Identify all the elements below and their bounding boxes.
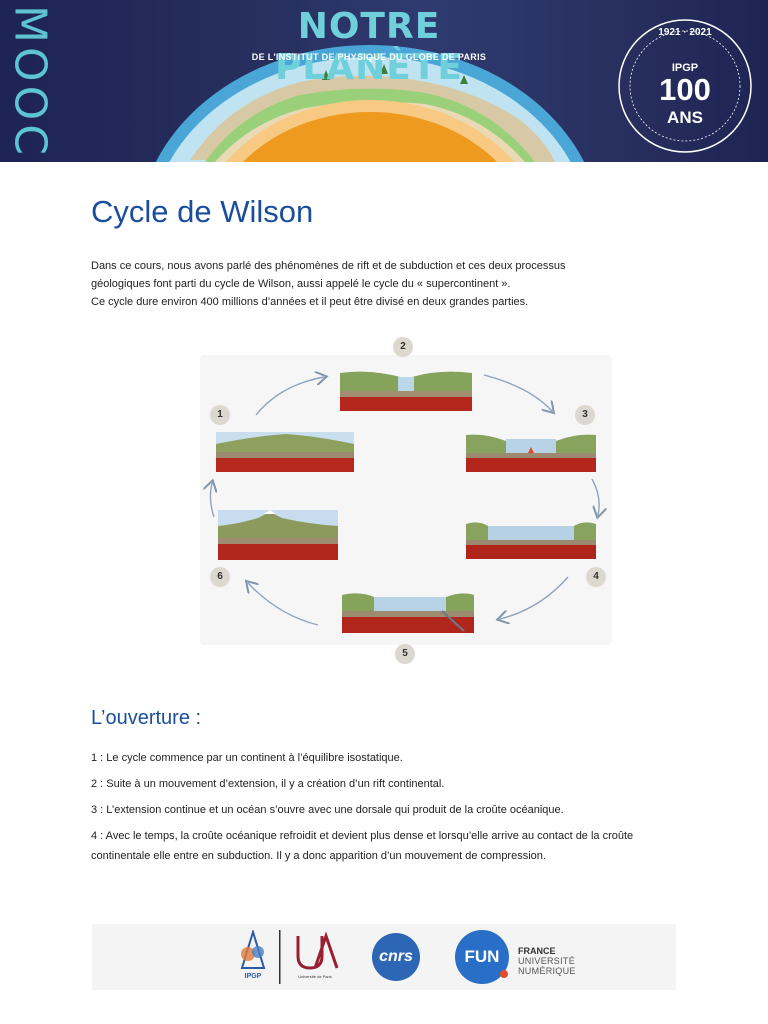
arrow-6-to-1 <box>210 483 214 518</box>
intro-line: géologiques font parti du cycle de Wilso… <box>91 278 511 290</box>
step-item: 3 : L’extension continue et un océan s’o… <box>91 804 564 816</box>
ipgp-logo-text: IPGP <box>245 973 262 980</box>
cycle-arrows <box>200 335 612 626</box>
intro-line: Dans ce cours, nous avons parlé des phén… <box>91 260 566 272</box>
step-item: 4 : Avec le temps, la croûte océanique r… <box>91 830 634 862</box>
arrow-5-to-6 <box>248 583 319 626</box>
arrow-1-to-2 <box>255 377 324 416</box>
stage-label-3: 3 <box>575 405 595 425</box>
badge-unit: ANS <box>667 108 703 127</box>
step-item: 1 : Le cycle commence par un continent à… <box>91 752 403 764</box>
page-title: Cycle de Wilson <box>91 194 314 229</box>
badge-number: 100 <box>659 72 711 107</box>
stage-label-2: 2 <box>393 337 413 357</box>
fun-line-3: NUMÉRIQUE <box>518 966 576 976</box>
arrow-3-to-4 <box>591 478 599 515</box>
ipgp-logo: IPGP <box>236 928 270 984</box>
universite-de-paris-logo: Université de Paris <box>288 930 342 984</box>
fun-logo-text: FRANCE UNIVERSITÉ NUMÉRIQUE <box>518 946 576 976</box>
ipgp-100-years-badge: 1921 · 2021 IPGP 100 ANS <box>617 18 753 154</box>
earth-cross-section-illustration <box>155 45 585 162</box>
mooc-side-label: MOOC <box>4 5 56 159</box>
fun-line-1: FRANCE <box>518 946 556 956</box>
step-item: 2 : Suite à un mouvement d’extension, il… <box>91 778 445 790</box>
badge-org: IPGP <box>671 62 699 74</box>
fun-logo-dot <box>500 970 508 978</box>
arrow-4-to-5 <box>500 576 569 619</box>
section-title: L’ouverture : <box>91 707 202 729</box>
badge-years: 1921 · 2021 <box>658 27 712 38</box>
intro-line: Ce cycle dure environ 400 millions d’ann… <box>91 296 529 308</box>
stage-3-block <box>466 434 596 472</box>
stage-6-block <box>218 510 338 560</box>
stage-label-1: 1 <box>210 405 230 425</box>
banner-subtitle: DE L'INSTITUT DE PHYSIQUE DU GLOBE DE PA… <box>251 52 487 62</box>
wilson-cycle-figure: 1 2 3 4 5 6 <box>200 335 612 665</box>
stage-5-block <box>342 593 474 633</box>
stage-4-block <box>466 522 596 559</box>
universite-de-paris-label: Université de Paris <box>298 974 332 979</box>
step-list: 1 : Le cycle commence par un continent à… <box>91 748 681 872</box>
stage-label-4: 4 <box>586 567 606 587</box>
arrow-2-to-3 <box>483 374 552 411</box>
partner-logos: IPGP Université de Paris cnrs FUN FRANCE… <box>92 924 676 990</box>
intro-paragraph: Dans ce cours, nous avons parlé des phén… <box>91 257 691 311</box>
cnrs-logo: cnrs <box>372 933 420 981</box>
stage-1-block <box>216 432 354 472</box>
stage-label-6: 6 <box>210 567 230 587</box>
banner-title: NOTRE PLANÈTE <box>274 6 464 88</box>
fun-line-2: UNIVERSITÉ <box>518 956 576 966</box>
logo-divider <box>279 930 281 984</box>
stage-label-5: 5 <box>395 644 415 664</box>
stage-2-block <box>340 371 472 411</box>
header-banner: MOOC NOTRE PLANÈTE DE L'INSTITUT DE PHYS… <box>0 0 768 162</box>
